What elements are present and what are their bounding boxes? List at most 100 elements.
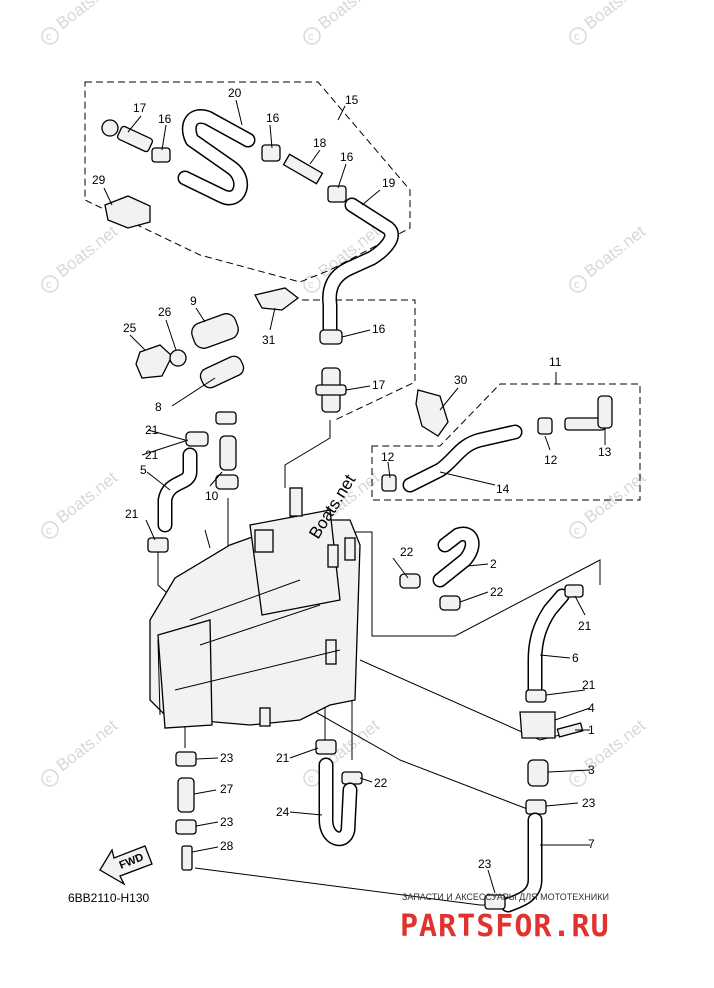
hose-27 [177,777,195,813]
clamp-12 [537,417,553,435]
clamp-26 [169,349,187,367]
callout-6: 6 [572,651,579,665]
bottom-hoses [175,739,363,871]
holder-25 [135,344,173,379]
joint-3 [527,759,549,787]
hose-10 [219,435,237,471]
callout-15: 15 [345,93,359,107]
pipe-28 [181,845,193,871]
svg-text:c: c [574,773,580,785]
callout-12b: 12 [381,450,395,464]
clamp-23 [484,894,506,910]
clamp-23 [525,799,547,815]
callout-16b: 16 [266,111,280,125]
svg-text:c: c [46,525,52,537]
holder-4 [519,711,556,739]
callout-7: 7 [588,837,595,851]
bolt-1 [556,722,584,738]
svg-text:c: c [574,525,580,537]
callout-23b: 23 [220,815,234,829]
svg-text:Boats.net: Boats.net [53,222,122,281]
joint-17-body [315,384,347,396]
svg-text:c: c [308,773,314,785]
svg-text:c: c [574,31,580,43]
joint-18 [282,153,324,185]
svg-text:Boats.net: Boats.net [581,222,650,281]
guide-line [204,529,211,549]
clamp-21 [215,411,237,425]
nipple [289,487,303,517]
callout-21a: 21 [145,423,159,437]
logo-tagline: ЗАПАСТИ И АКСЕССУАРЫ ДЛЯ МОТОТЕХНИКИ [402,892,609,902]
clamp-12 [381,474,397,492]
nipple [344,537,356,561]
clamp-16 [327,185,347,203]
callout-3: 3 [588,763,595,777]
callout-leaders [103,99,606,894]
clamp-21 [525,689,547,703]
callout-21e: 21 [578,619,592,633]
fuel-line-group-11 [381,389,613,493]
svg-text:c: c [46,773,52,785]
callout-17b: 17 [372,378,386,392]
fuel-pump [157,619,213,729]
callout-16a: 16 [158,112,172,126]
svg-text:Boats.net: Boats.net [315,0,384,33]
callout-13: 13 [598,445,612,459]
clamp-16 [261,144,281,162]
hose-assembly-15 [101,109,399,338]
callout-21c: 21 [125,507,139,521]
callout-25: 25 [123,321,137,335]
svg-text:c: c [46,31,52,43]
callout-12: 12 [544,453,558,467]
callout-8: 8 [155,400,162,414]
group-15-boundary [84,81,411,283]
svg-text:c: c [308,31,314,43]
callout-14: 14 [496,482,510,496]
callout-numbers: 1 2 3 4 5 6 7 8 9 10 11 12 12 13 14 15 1… [92,86,612,871]
callout-23d: 23 [478,857,492,871]
callout-20: 20 [228,86,242,100]
svg-text:c: c [308,279,314,291]
hose-9 [191,313,239,349]
callout-9: 9 [190,294,197,308]
svg-text:c: c [574,279,580,291]
callout-27: 27 [220,782,234,796]
callout-31: 31 [262,333,276,347]
clamp-16 [151,147,171,163]
holder-29 [104,195,151,229]
group-11-boundary [371,383,641,501]
left-hoses [147,411,239,553]
callout-5: 5 [140,463,147,477]
svg-text:Boats.net: Boats.net [53,0,122,33]
svg-text:Boats.net: Boats.net [581,0,650,33]
right-hoses [399,526,584,913]
callout-11: 11 [549,355,562,369]
clamp-21 [185,431,209,447]
drawing-code: 6BB2110-H130 [68,891,149,905]
callout-2: 2 [490,557,497,571]
callout-16c: 16 [340,150,354,164]
logo-text: PARTSFOR.RU [400,909,610,944]
clamp-21 [147,537,169,553]
fwd-arrow-icon [99,845,153,886]
callout-21f: 21 [276,751,290,765]
callout-21d: 21 [582,678,596,692]
callout-26: 26 [158,305,172,319]
callout-17a: 17 [133,101,147,115]
callout-1: 1 [588,723,595,737]
clamp-23 [175,819,197,835]
callout-19: 19 [382,176,396,190]
clamp-22 [341,771,363,785]
clamp-23 [175,751,197,767]
svg-text:Boats.net: Boats.net [581,468,650,527]
svg-text:Boats.net: Boats.net [53,468,122,527]
